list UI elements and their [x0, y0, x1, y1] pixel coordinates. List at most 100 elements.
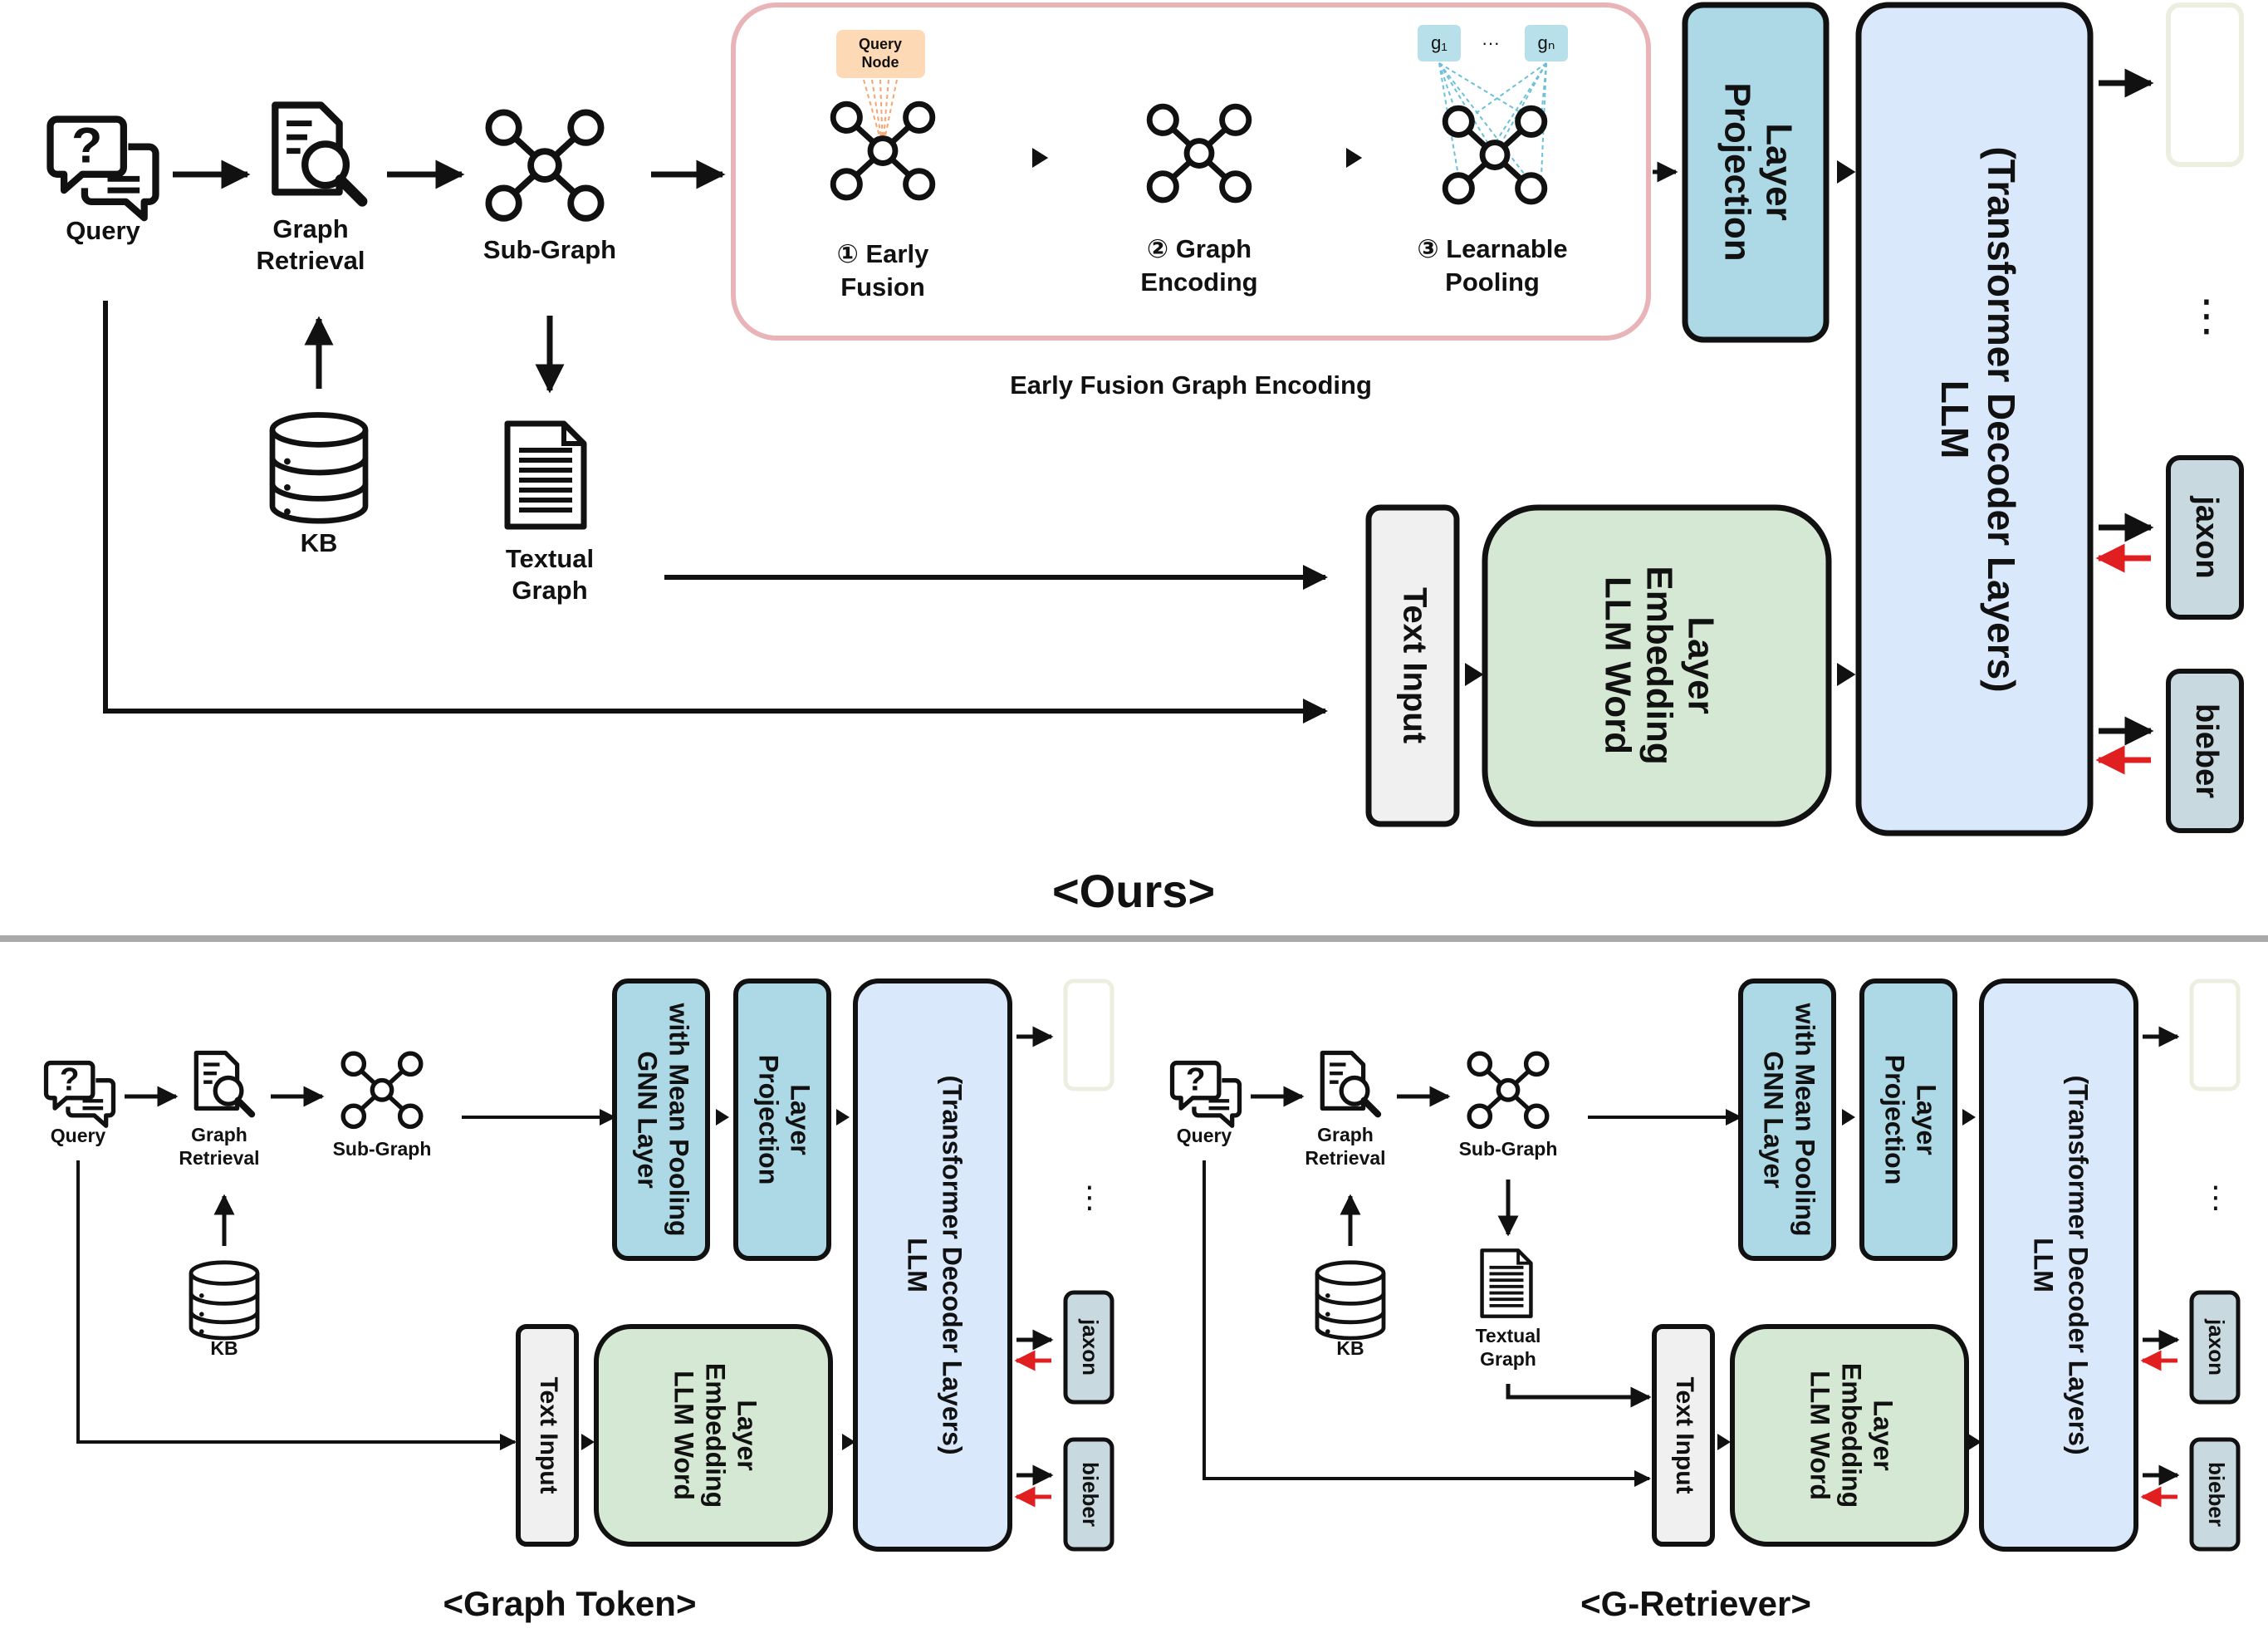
icon-detail — [107, 175, 140, 194]
magnifier-handle — [234, 1096, 256, 1118]
icon-detail — [82, 1099, 104, 1111]
ellipsis-label: ⋮ — [1075, 1180, 1105, 1214]
icon-detail — [199, 1293, 204, 1298]
kb-label: KB — [210, 1337, 238, 1359]
text-input-label: Text Input — [535, 1376, 562, 1494]
flow-marker — [842, 1434, 855, 1450]
graph-node — [567, 184, 605, 222]
output-token-label: jaxon — [2204, 1318, 2229, 1376]
flow-marker — [1837, 663, 1856, 686]
label-text: LLM Word — [669, 1371, 699, 1500]
magnifier-handle — [335, 174, 368, 207]
query-label: Query — [51, 1125, 106, 1146]
retrieval-label: Graph — [272, 214, 348, 243]
label-text: with Mean Pooling — [664, 1003, 694, 1237]
graph-node — [340, 1103, 367, 1130]
icon-detail — [1208, 1099, 1230, 1111]
icon-detail — [287, 120, 312, 154]
gnn-layer-box — [1738, 978, 1836, 1261]
retrieval-label: Retrieval — [257, 246, 365, 275]
textual-graph-label: Graph — [1480, 1348, 1536, 1370]
llm-label: LLM(Transformer Decoder Layers) — [2029, 1075, 2094, 1454]
flow-marker — [1968, 1434, 1981, 1450]
magnifier-lens — [301, 140, 350, 189]
graph-node — [830, 168, 863, 201]
icon-detail — [1325, 1329, 1330, 1334]
speech-bubble-shape — [66, 1078, 116, 1128]
text-input-box — [1365, 504, 1460, 827]
database-icon — [189, 1260, 260, 1341]
database-ring — [189, 1292, 260, 1325]
graph-node — [903, 101, 936, 134]
graph-node — [527, 148, 562, 183]
label-text: Text Input — [1671, 1376, 1698, 1494]
subgraph-label: Sub-Graph — [483, 235, 616, 264]
output-token-label: jaxon — [2189, 495, 2224, 578]
label-text: LLM — [903, 1238, 933, 1292]
label-text: Projection — [754, 1055, 784, 1184]
database-icon — [269, 412, 369, 524]
question-mark-glyph: ? — [71, 116, 102, 173]
flow-marker — [581, 1434, 595, 1450]
kb-label: KB — [301, 528, 338, 557]
label-text: LLM — [1933, 380, 1977, 459]
output-token-jaxon — [1063, 1290, 1114, 1405]
label-text: bieber — [2189, 704, 2224, 798]
step1-label: Fusion — [840, 272, 925, 302]
document-search-icon — [272, 101, 368, 207]
pool-token-label: ··· — [1482, 32, 1500, 53]
empty-output-token — [2166, 2, 2244, 167]
graph-encoding-icon — [1146, 103, 1252, 204]
database-top — [269, 412, 369, 448]
arrow-query-to-input — [76, 1160, 517, 1450]
label-text: Layer — [732, 1400, 762, 1470]
text-input-label: Text Input — [1671, 1376, 1698, 1494]
subgraph-icon — [485, 109, 605, 222]
label-text: bieber — [1078, 1462, 1103, 1527]
speech-bubble-shape — [47, 115, 127, 194]
question-mark-glyph: ? — [1186, 1062, 1206, 1098]
label-text: (Transformer Decoder Layers) — [1980, 146, 2023, 692]
projection-layer-box — [733, 978, 831, 1261]
subgraph-icon — [340, 1051, 424, 1130]
retrieval-label: Graph — [191, 1124, 247, 1145]
pooling-link — [1494, 62, 1547, 155]
graph-node — [867, 135, 899, 166]
text-document-icon — [504, 420, 587, 530]
graph-node — [1146, 170, 1179, 204]
label-text: jaxon — [1078, 1318, 1103, 1376]
output-token-label: bieber — [2189, 704, 2224, 798]
label-text: jaxon — [2204, 1318, 2229, 1376]
embedding-layer-box — [594, 1324, 833, 1547]
flow-marker — [1032, 148, 1049, 168]
label-text: bieber — [2204, 1462, 2229, 1527]
document-search-icon — [1320, 1050, 1382, 1118]
magnifier-lens — [1339, 1075, 1370, 1106]
icon-detail — [1330, 1062, 1346, 1084]
database-ring — [1315, 1292, 1386, 1325]
flow-marker — [836, 1109, 850, 1126]
query-icon: ? — [1169, 1060, 1242, 1128]
graph-node — [1219, 103, 1252, 136]
fusion-link — [882, 79, 889, 149]
ellipsis-label: ⋮ — [2201, 1180, 2231, 1214]
document-fold — [1516, 1250, 1531, 1265]
output-token-label: bieber — [2204, 1462, 2229, 1527]
label-text: Layer — [1680, 616, 1721, 714]
label-text: GNN Layer — [1759, 1051, 1789, 1188]
output-token-bieber — [1063, 1437, 1114, 1552]
fusion-link — [879, 79, 884, 149]
graph-node — [1442, 172, 1475, 205]
embedding-layer-box — [1482, 504, 1832, 827]
fusion-link — [871, 79, 884, 149]
query-node-label: Node — [862, 54, 899, 71]
graph-node — [1523, 1103, 1550, 1130]
speech-bubble-shape — [1192, 1078, 1242, 1128]
speech-bubble-shape — [1169, 1060, 1222, 1111]
